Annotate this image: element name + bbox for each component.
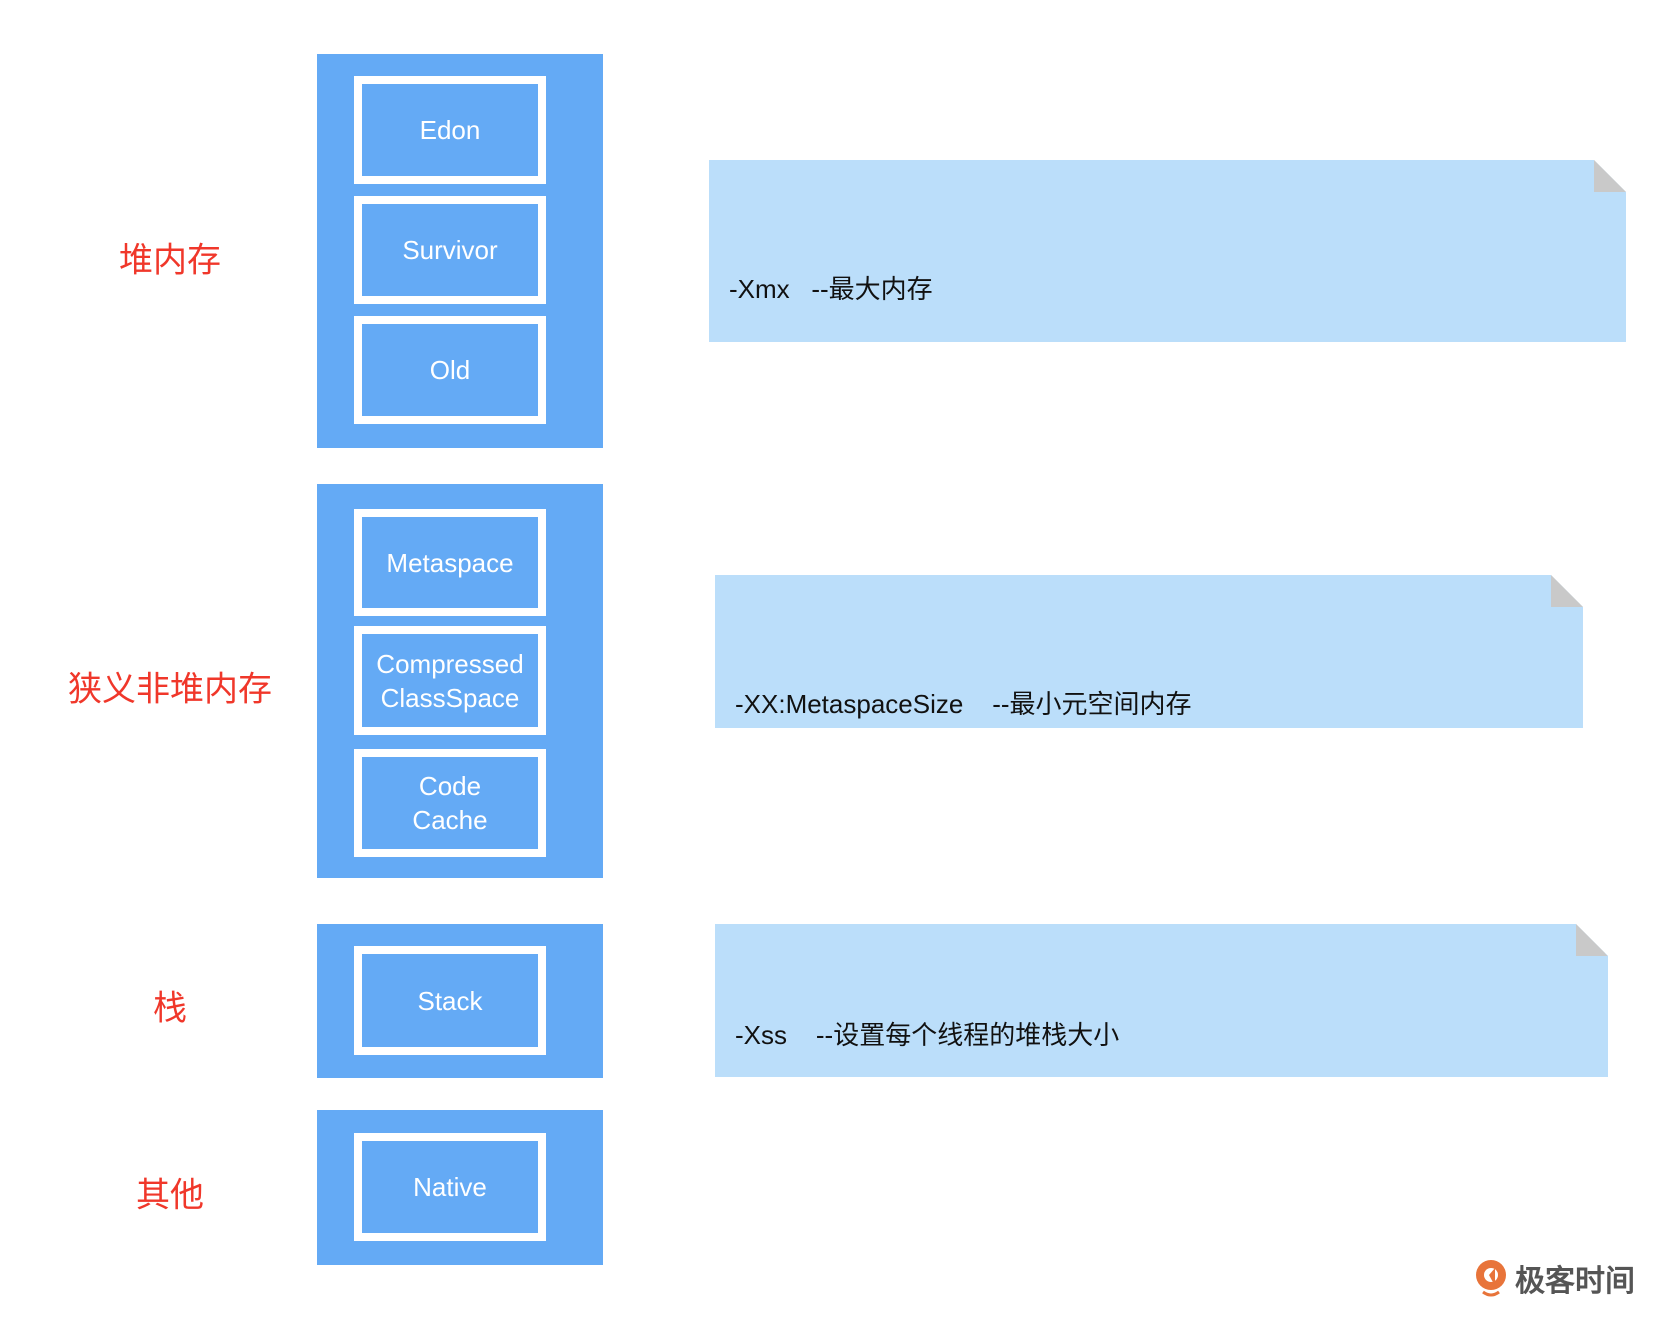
region-code-cache: Code Cache xyxy=(354,749,546,857)
label-stack: 栈 xyxy=(153,988,187,1029)
note-line: -XX:ConcGCThreads --指定并发 GC 线程数 xyxy=(735,1224,1263,1254)
note-line: -XX:ParallelGCThreads --指定并行 GC 线程数 xyxy=(735,1122,1274,1152)
non-heap-box: Metaspace Compressed ClassSpace Code Cac… xyxy=(317,484,603,878)
note-line: -Xmx --最大内存 xyxy=(729,274,933,304)
note-stack-options: -Xss --设置每个线程的堆栈大小 -XX:ParallelGCThreads… xyxy=(715,924,1608,1077)
note-line: -XX:MetaspaceSize --最小元空间内存 xyxy=(735,689,1192,719)
region-old: Old xyxy=(354,316,546,424)
note-fold xyxy=(1551,575,1583,607)
region-native: Native xyxy=(354,1133,546,1241)
label-non-heap: 狭义非堆内存 xyxy=(68,669,272,710)
note-fold xyxy=(1576,924,1608,956)
note-metaspace-options: -XX:MetaspaceSize --最小元空间内存 -XX:MaxMetas… xyxy=(715,575,1583,728)
geektime-logo: 极客时间 xyxy=(1473,1256,1635,1300)
note-line: -XX:MaxMetaspaceSize --最大元空间内存 xyxy=(735,791,1234,821)
stack-box: Stack xyxy=(317,924,603,1078)
region-stack: Stack xyxy=(354,946,546,1055)
region-metaspace: Metaspace xyxy=(354,509,546,616)
label-other: 其他 xyxy=(136,1175,204,1216)
region-compressed-classspace: Compressed ClassSpace xyxy=(354,626,546,735)
note-line: -Xss --设置每个线程的堆栈大小 xyxy=(735,1020,1120,1050)
region-survivor: Survivor xyxy=(354,196,546,304)
label-heap: 堆内存 xyxy=(119,240,221,281)
region-eden: Edon xyxy=(354,76,546,184)
note-heap-options: -Xmx --最大内存 -Xms --最小内存 -XX:+AlwaysPreTo… xyxy=(709,160,1626,342)
note-line: -XX:+AlwaysPreTouch --服务启动的时候真实的分配物理内存给J… xyxy=(729,478,1520,508)
geektime-logo-icon xyxy=(1476,1260,1506,1297)
logo-text: 极客时间 xyxy=(1515,1264,1635,1299)
note-line: -Xms --最小内存 xyxy=(729,376,933,406)
heap-box: Edon Survivor Old xyxy=(317,54,603,448)
note-fold xyxy=(1594,160,1626,192)
other-box: Native xyxy=(317,1110,603,1265)
